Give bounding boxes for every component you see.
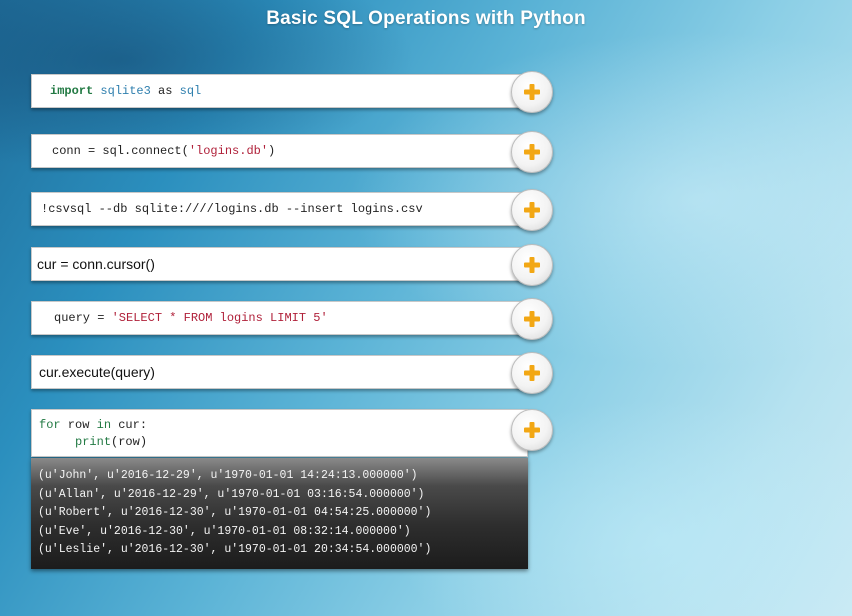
- code-part: row: [60, 418, 97, 432]
- string-literal: 'SELECT * FROM logins LIMIT 5': [111, 311, 328, 325]
- expand-button[interactable]: [511, 189, 553, 231]
- keyword-import: import: [50, 84, 94, 98]
- code-text: conn = sql.connect('logins.db'): [32, 144, 275, 158]
- keyword-in: in: [96, 418, 112, 432]
- code-text: import sqlite3 as sql: [32, 84, 201, 98]
- expand-button[interactable]: [511, 131, 553, 173]
- code-bar: for row in cur: print(row): [31, 409, 528, 457]
- code-bar: cur = conn.cursor(): [31, 247, 528, 281]
- code-text: cur = conn.cursor(): [37, 256, 155, 272]
- code-text: !csvsql --db sqlite:////logins.db --inse…: [41, 202, 423, 216]
- code-bar: !csvsql --db sqlite:////logins.db --inse…: [31, 192, 528, 226]
- expand-button[interactable]: [511, 244, 553, 286]
- plus-icon: [524, 257, 540, 273]
- expand-button[interactable]: [511, 71, 553, 113]
- expand-button[interactable]: [511, 409, 553, 451]
- query-output-panel: (u'John', u'2016-12-29', u'1970-01-01 14…: [31, 458, 528, 569]
- plus-icon: [524, 311, 540, 327]
- keyword-as: as: [158, 84, 173, 98]
- code-text: cur.execute(query): [39, 364, 155, 380]
- plus-icon: [524, 422, 540, 438]
- code-part: conn = sql.connect(: [52, 144, 189, 158]
- expand-button[interactable]: [511, 352, 553, 394]
- code-part: query =: [54, 311, 112, 325]
- code-bar: query = 'SELECT * FROM logins LIMIT 5': [31, 301, 528, 335]
- output-row: (u'Eve', u'2016-12-30', u'1970-01-01 08:…: [38, 524, 411, 538]
- output-row: (u'Allan', u'2016-12-29', u'1970-01-01 0…: [38, 487, 425, 501]
- expand-button[interactable]: [511, 298, 553, 340]
- output-row: (u'Leslie', u'2016-12-30', u'1970-01-01 …: [38, 543, 432, 556]
- keyword-for: for: [39, 418, 61, 432]
- module-name: sqlite3: [100, 84, 151, 98]
- string-literal: 'logins.db': [188, 144, 269, 158]
- code-part: (row): [111, 435, 148, 449]
- plus-icon: [524, 144, 540, 160]
- code-text: for row in cur: print(row): [32, 410, 147, 451]
- output-row: (u'John', u'2016-12-29', u'1970-01-01 14…: [38, 469, 418, 482]
- plus-icon: [524, 84, 540, 100]
- code-part: cur:: [111, 418, 148, 432]
- output-row: (u'Robert', u'2016-12-30', u'1970-01-01 …: [38, 506, 432, 519]
- module-alias: sql: [179, 84, 202, 98]
- page-title: Basic SQL Operations with Python: [266, 8, 586, 29]
- code-bar: conn = sql.connect('logins.db'): [31, 134, 528, 168]
- code-bar: import sqlite3 as sql: [31, 74, 528, 108]
- code-part: ): [268, 144, 276, 158]
- keyword-print: print: [75, 435, 112, 449]
- code-text: query = 'SELECT * FROM logins LIMIT 5': [32, 311, 328, 325]
- plus-icon: [524, 365, 540, 381]
- code-bar: cur.execute(query): [31, 355, 528, 389]
- plus-icon: [524, 202, 540, 218]
